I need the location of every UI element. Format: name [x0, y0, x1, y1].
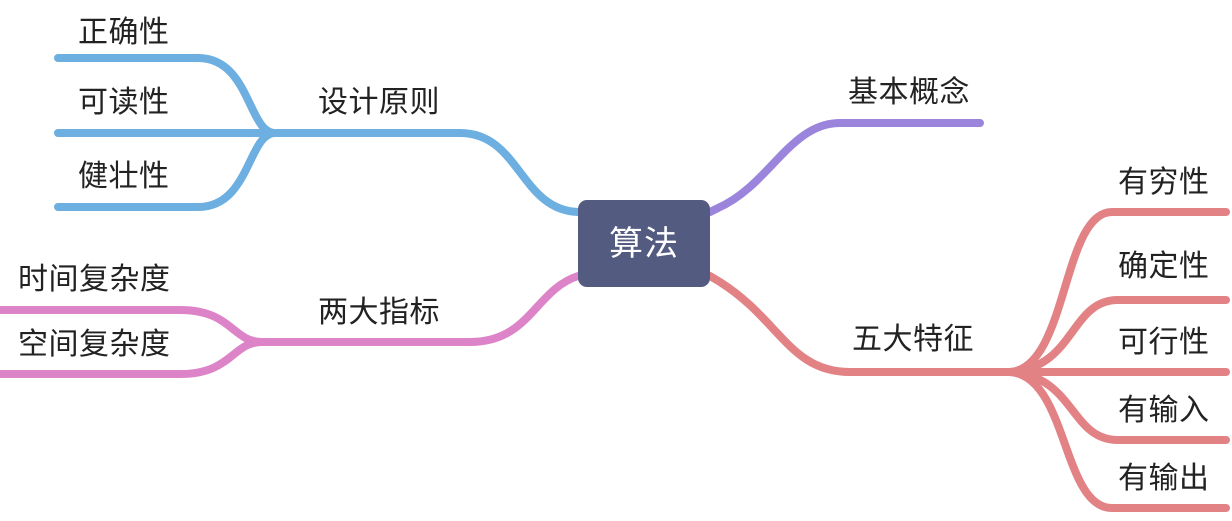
connector-design-principles — [271, 129, 582, 216]
label-has-input[interactable]: 有输入 — [1118, 394, 1210, 427]
label-robustness[interactable]: 健壮性 — [78, 160, 170, 193]
label-two-metrics[interactable]: 两大指标 — [318, 296, 440, 329]
label-has-output[interactable]: 有输出 — [1118, 462, 1210, 495]
connector-robustness — [54, 129, 279, 211]
connector-definiteness — [1006, 296, 1230, 376]
label-design-principles[interactable]: 设计原则 — [318, 86, 440, 119]
label-five-features[interactable]: 五大特征 — [852, 323, 974, 356]
connector-five-features — [706, 272, 1014, 376]
label-space-complexity[interactable]: 空间复杂度 — [18, 328, 171, 361]
connector-finiteness — [1006, 208, 1230, 376]
connector-basic-concepts — [706, 119, 984, 216]
label-readability[interactable]: 可读性 — [78, 86, 170, 119]
connector-space-complexity — [0, 338, 266, 378]
connector-two-metrics — [258, 272, 582, 346]
label-correctness[interactable]: 正确性 — [78, 16, 170, 49]
label-feasibility[interactable]: 可行性 — [1118, 326, 1210, 359]
central-node[interactable]: 算法 — [578, 200, 710, 287]
central-node-label: 算法 — [609, 224, 679, 263]
connector-has-output — [1006, 368, 1230, 512]
label-finiteness[interactable]: 有穷性 — [1118, 166, 1210, 199]
label-time-complexity[interactable]: 时间复杂度 — [18, 263, 171, 296]
label-definiteness[interactable]: 确定性 — [1118, 250, 1210, 283]
label-basic-concepts[interactable]: 基本概念 — [848, 76, 970, 109]
